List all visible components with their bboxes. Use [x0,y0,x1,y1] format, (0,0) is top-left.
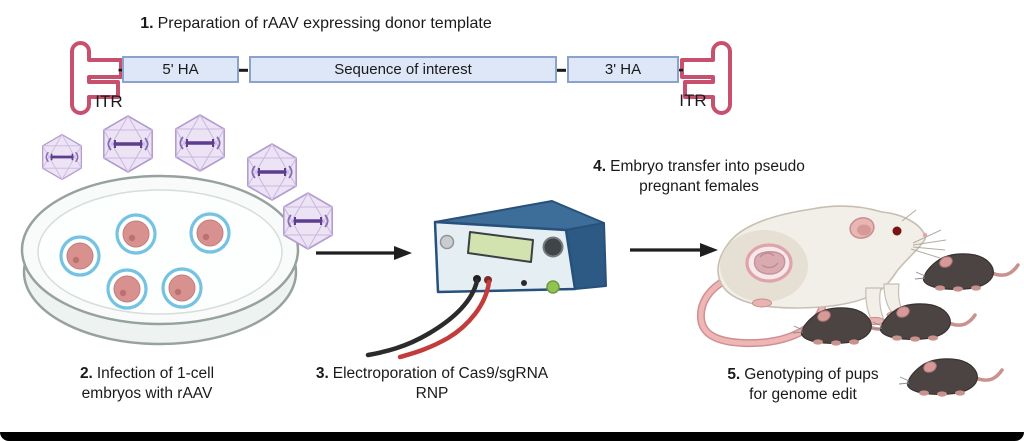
diagram-title: 1.Preparation of rAAV expressing donor t… [76,13,556,35]
device-button [439,234,455,250]
electrode-wire-black [365,278,480,358]
mouse-nose [922,232,928,238]
electroporator-icon [365,200,607,360]
itr-left-hairpin-icon [70,41,123,115]
step-5-caption: 5.Genotyping of pups for genome edit [668,365,938,405]
petri-dish-icon [20,174,300,346]
homology-arm-5-label: 5' HA [162,61,199,78]
connector-dash [678,68,683,72]
mouse-eye [892,226,902,236]
step-2-line-1: 2.Infection of 1-cell [79,365,215,382]
step-5-line-2: for genome edit [749,386,857,403]
step-4-line-2: pregnant females [639,178,759,195]
step-2-caption: 2.Infection of 1-cell embryos with rAAV [52,364,242,404]
connector-dash [239,68,248,72]
bottom-border-bar [0,432,1024,441]
arrow-right-icon [630,243,718,257]
mouse-foot [752,298,772,308]
device-led [546,280,560,294]
electrode-wire-red [397,279,492,360]
device-screen [467,231,534,263]
mouse-whiskers [901,209,947,259]
donor-template-construct [70,41,732,115]
itr-right-label: ITR [679,91,707,110]
step-3-line-1: 3.Electroporation of Cas9/sgRNA [315,365,549,382]
connector-dash [557,68,566,72]
homology-arm-3-label: 3' HA [604,61,642,78]
device-knob [542,236,564,258]
step-5-line-1: 5.Genotyping of pups [727,366,879,383]
step-3-line-2: RNP [415,385,449,402]
itr-right-hairpin-icon [680,41,732,115]
homology-arm-3-box [567,56,679,83]
step-title-text: Preparation of rAAV expressing donor tem… [157,15,492,32]
step-4-line-1: 4.Embryo transfer into pseudo [593,158,805,175]
itr-left-label: ITR [95,92,123,111]
sequence-of-interest-label: Sequence of interest [334,61,472,78]
step-3-caption: 3.Electroporation of Cas9/sgRNA RNP [297,364,567,404]
connector-dash [118,68,124,72]
sequence-of-interest-box [249,56,557,83]
step-4-caption: 4.Embryo transfer into pseudo pregnant f… [564,157,834,197]
homology-arm-5-box [122,56,239,83]
arrow-right-icon [316,246,412,260]
step-number: 1. [140,15,154,32]
step-2-line-2: embryos with rAAV [81,385,213,402]
